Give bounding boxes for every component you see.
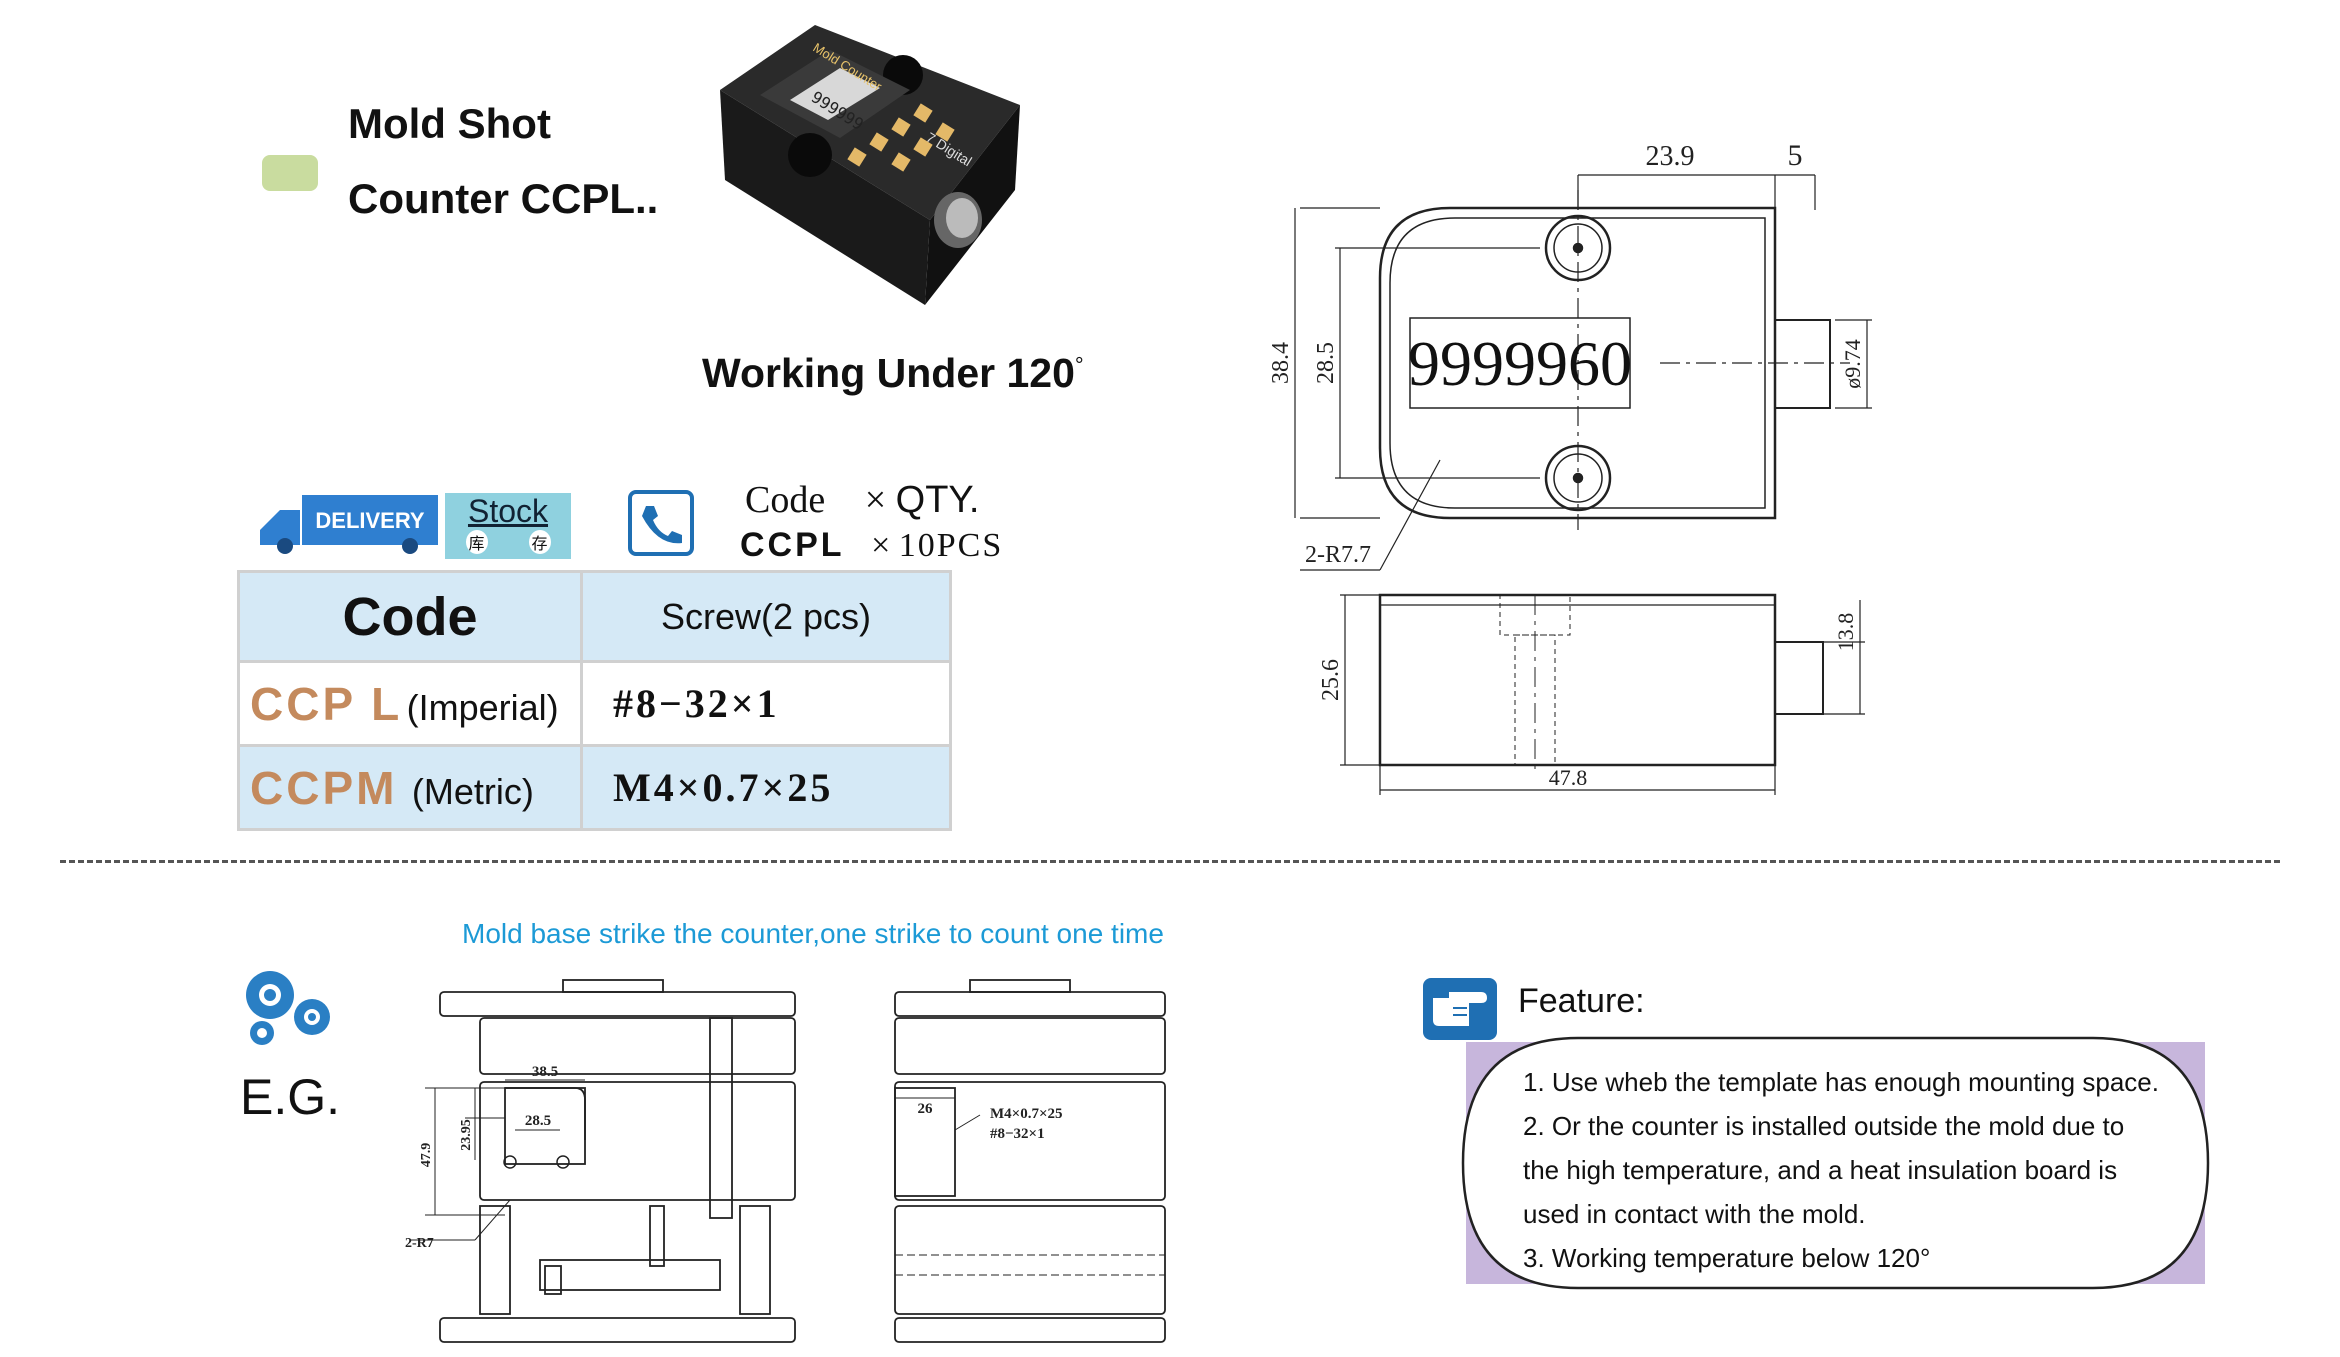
delivery-badge-text: DELIVERY xyxy=(315,508,425,533)
order-qty-value: 10PCS xyxy=(898,527,1004,564)
header-screw: Screw(2 pcs) xyxy=(580,570,952,663)
stock-char-2: 存 xyxy=(528,530,551,554)
stock-label: Stock xyxy=(467,493,549,529)
pointing-hand-icon xyxy=(1423,978,1497,1040)
order-code-label: Code xyxy=(745,479,826,521)
dim-side-length: 47.8 xyxy=(1549,765,1588,790)
feature-item-2: 2. Or the counter is installed outside t… xyxy=(1523,1111,2125,1141)
order-qty-label: QTY. xyxy=(895,479,980,521)
dim-width-top: 23.9 xyxy=(1646,141,1695,172)
display-window xyxy=(1409,317,1631,409)
table-row: CCPM (Metric) M4×0.7×25 xyxy=(237,744,952,831)
example-dim-depth: 26 xyxy=(918,1101,934,1117)
gears-icon xyxy=(246,971,330,1045)
example-label: E.G. xyxy=(240,1069,341,1125)
section-divider xyxy=(60,860,2280,863)
code-unit: (Metric) xyxy=(411,770,534,812)
working-temperature: Working Under 120° xyxy=(702,350,1084,397)
screw-cell: #8−32×1 xyxy=(580,660,952,747)
working-temperature-text: Working Under 120 xyxy=(702,350,1075,396)
color-swatch xyxy=(262,155,318,191)
side-view-drawing: 25.6 13.8 47.8 xyxy=(1318,593,1865,795)
header-code: Code xyxy=(237,570,583,663)
dim-offset: 5 xyxy=(1788,139,1803,172)
dim-radius: 2-R7.7 xyxy=(1305,542,1371,568)
feature-panel: 1. Use wheb the template has enough moun… xyxy=(1458,1034,2213,1292)
product-title-line2: Counter CCPL.. xyxy=(348,175,659,222)
dim-height-inner: 28.5 xyxy=(1313,342,1339,384)
code-name: CCPM xyxy=(250,761,398,814)
example-dim-c: 23.95 xyxy=(459,1119,474,1151)
screw-value: M4×0.7×25 xyxy=(613,765,834,810)
body-inner xyxy=(1389,217,1766,509)
example-dim-d: 47.9 xyxy=(419,1143,434,1168)
example-dim-b: 28.5 xyxy=(525,1113,551,1129)
feature-item-5: 3. Working temperature below 120° xyxy=(1523,1243,1931,1273)
example-dim-r: 2-R7 xyxy=(405,1236,434,1251)
example-caption: Mold base strike the counter,one strike … xyxy=(462,918,1164,949)
code-cell: CCP L (Imperial) xyxy=(237,660,583,747)
feature-panel-frame xyxy=(1461,1036,2210,1290)
order-value-line: CCPL × 10PCS xyxy=(740,526,1003,565)
stock-char-1: 库 xyxy=(465,530,488,554)
mold-front-drawing: 38.5 28.5 23.95 47.9 2-R7 xyxy=(405,979,796,1343)
side-body xyxy=(1378,593,1777,767)
example-dim-a: 38.5 xyxy=(532,1064,558,1080)
phone-icon xyxy=(628,490,694,556)
delivery-truck-icon: DELIVERY xyxy=(260,495,438,554)
mold-side-drawing: 26 M4×0.7×25 #8−32×1 xyxy=(894,979,1166,1343)
stock-badge: Stock 库 存 xyxy=(445,493,571,559)
feature-title: Feature: xyxy=(1518,982,1645,1020)
dim-side-height: 25.6 xyxy=(1318,659,1344,701)
dim-height-outer: 38.4 xyxy=(1268,342,1294,384)
code-name: CCP L xyxy=(250,677,403,730)
feature-list: 1. Use wheb the template has enough moun… xyxy=(1523,1060,2159,1280)
degree-symbol: ° xyxy=(1074,352,1084,378)
example-screw-metric: M4×0.7×25 xyxy=(990,1106,1063,1122)
dim-shaft-height: 13.8 xyxy=(1833,613,1858,652)
example-screw-imperial: #8−32×1 xyxy=(990,1126,1045,1142)
table-row: CCP L (Imperial) #8−32×1 xyxy=(237,660,952,747)
code-table-header: Code Screw(2 pcs) xyxy=(237,570,952,663)
shaft-outline xyxy=(1774,319,1831,409)
dim-shaft-dia: ø9.74 xyxy=(1840,339,1865,389)
product-title-line1: Mold Shot xyxy=(348,100,551,147)
order-code-line: Code × QTY. xyxy=(745,478,979,522)
side-shaft xyxy=(1774,641,1824,715)
code-cell: CCPM (Metric) xyxy=(237,744,583,831)
feature-item-4: used in contact with the mold. xyxy=(1523,1199,1866,1229)
screw-value: #8−32×1 xyxy=(613,681,780,726)
order-times-1: × xyxy=(864,479,887,521)
code-table: Code Screw(2 pcs) CCP L (Imperial) #8−32… xyxy=(237,570,952,831)
feature-item-3: the high temperature, and a heat insulat… xyxy=(1523,1155,2118,1185)
top-view-drawing: 23.9 5 38.4 28.5 ø9.74 2-R7.7 9999960 xyxy=(1268,139,1872,571)
screw-cell: M4×0.7×25 xyxy=(580,744,952,831)
display-value: 9999960 xyxy=(1408,328,1632,399)
feature-item-1: 1. Use wheb the template has enough moun… xyxy=(1523,1067,2159,1097)
order-code-value: CCPL xyxy=(740,526,845,564)
body-outline xyxy=(1378,206,1777,520)
code-unit: (Imperial) xyxy=(406,686,559,728)
order-times-2: × xyxy=(871,527,891,564)
product-photo: 999999 Mold Counter 7 Digital xyxy=(720,25,1020,305)
